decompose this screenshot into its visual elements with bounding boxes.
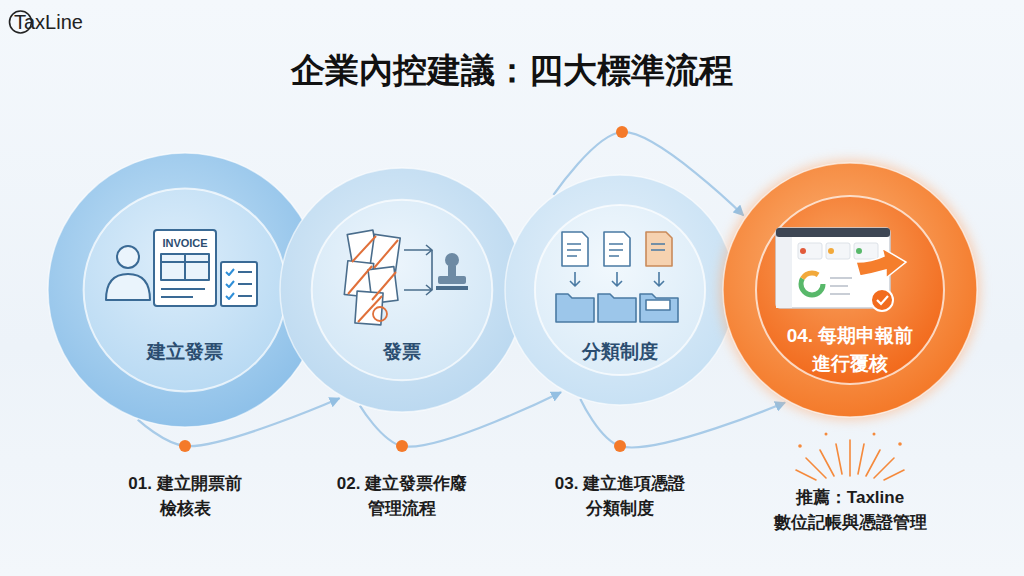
circle-inner xyxy=(535,205,705,375)
void-papers-icon xyxy=(344,230,468,325)
step-caption: 03. 建立進項憑證 分類制度 xyxy=(545,472,695,521)
invoice-icon xyxy=(106,230,257,306)
icon-label: INVOICE xyxy=(162,237,207,249)
logo-text: TaxLine xyxy=(14,11,83,34)
flow-arrow xyxy=(580,399,785,447)
circle-shape xyxy=(723,163,977,417)
sorting-icon xyxy=(556,232,678,322)
spark-lines xyxy=(796,433,904,481)
diagram-title: 企業內控建議：四大標準流程 xyxy=(0,48,1024,94)
step-caption: 推薦：Taxline 數位記帳與憑證管理 xyxy=(763,486,938,535)
step-caption: 01. 建立開票前 檢核表 xyxy=(120,472,250,521)
circle-inner xyxy=(312,200,493,381)
step-circle: 04. 每期申報前 進行覆核推薦：Taxline 數位記帳與憑證管理 xyxy=(723,163,977,417)
circle-inner xyxy=(84,189,287,392)
step-dot xyxy=(616,126,628,138)
dashboard-icon xyxy=(776,228,906,311)
step-title: 建立發票 xyxy=(147,338,223,366)
circle-inner xyxy=(756,196,944,384)
step-dot xyxy=(179,440,191,452)
step-dot xyxy=(614,440,626,452)
circle-shape xyxy=(280,168,524,412)
step-circle: 分類制度03. 建立進項憑證 分類制度 xyxy=(505,175,735,405)
step-title: 分類制度 xyxy=(582,338,658,366)
circle-shape xyxy=(505,175,735,405)
circle-outer xyxy=(505,175,735,405)
step-circle: 發票02. 建立發票作廢 管理流程 xyxy=(280,168,524,412)
step-title: 發票 xyxy=(383,338,421,366)
circle-outer xyxy=(280,168,524,412)
step-caption: 02. 建立發票作廢 管理流程 xyxy=(327,472,477,521)
step-title: 04. 每期申報前 進行覆核 xyxy=(779,322,921,377)
circle-glow xyxy=(720,160,980,420)
circle-outer xyxy=(723,163,977,417)
step-dot xyxy=(396,440,408,452)
